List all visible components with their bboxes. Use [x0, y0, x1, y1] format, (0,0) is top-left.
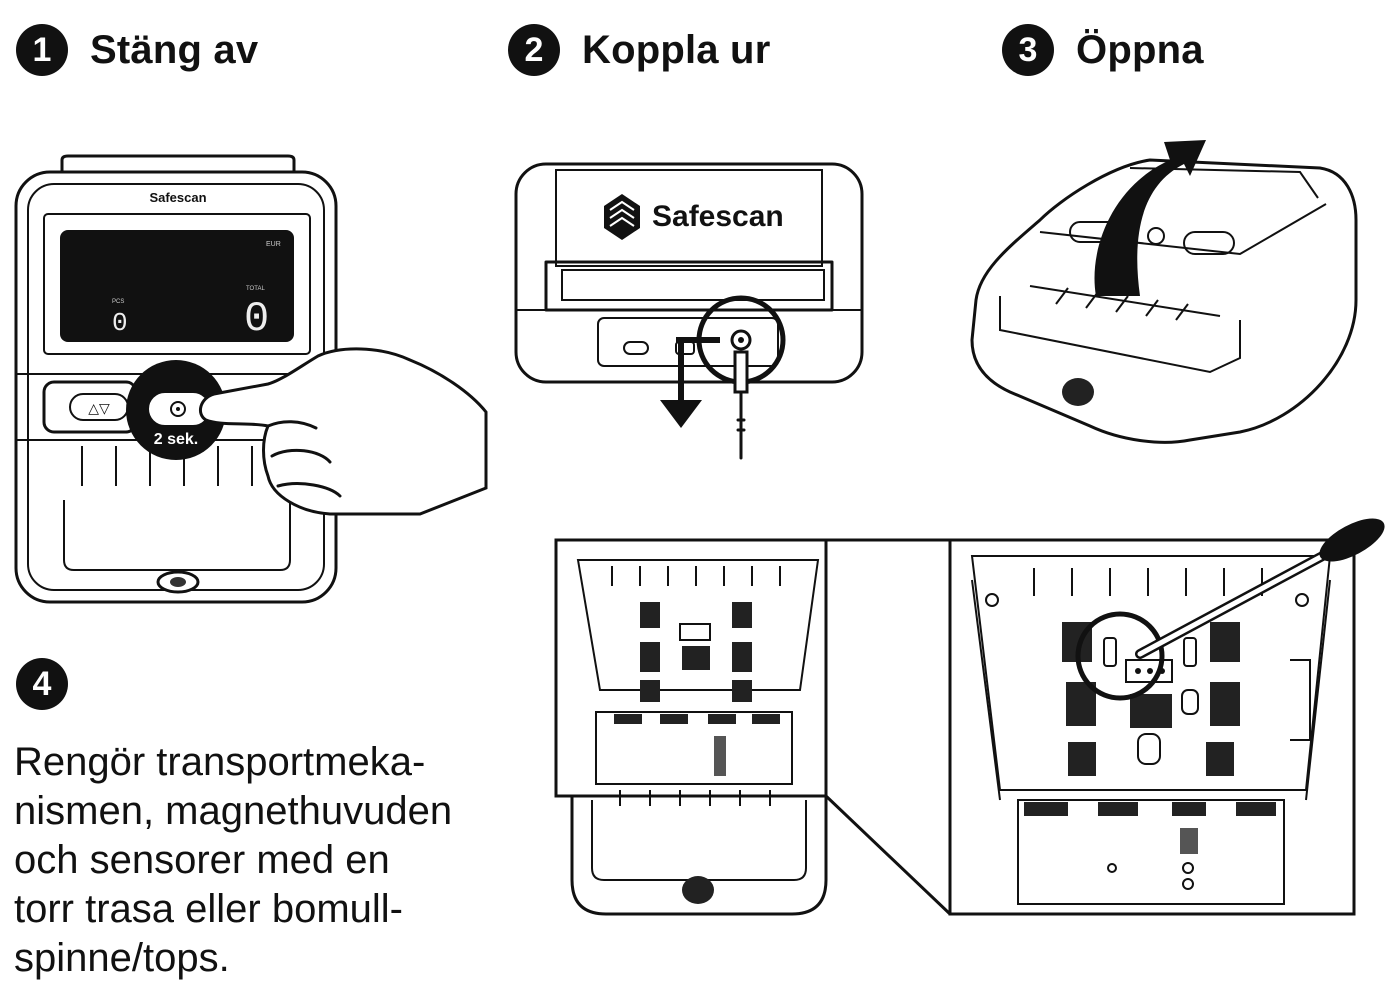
hold-duration-label: 2 sek.: [154, 431, 198, 448]
step-1-title: Stäng av: [90, 27, 259, 72]
display-total-label: TOTAL: [246, 286, 265, 292]
device-open-illustration: [970, 140, 1358, 444]
device-inside-illustration: [554, 518, 1385, 916]
rear-brand-label: Safescan: [652, 200, 784, 233]
display-pcs-value: 0: [112, 308, 128, 338]
hand-icon: [198, 347, 488, 516]
lift-lid-arrow-icon: [1094, 140, 1206, 296]
safescan-logo-icon: [604, 194, 640, 240]
display-total-value: 0: [244, 295, 269, 343]
device-brand-label: Safescan: [149, 190, 206, 205]
display-currency: EUR: [266, 241, 281, 248]
device-rear-illustration: Safescan: [514, 162, 864, 460]
device-front-illustration: Safescan EUR PCS TOTAL 0 0 △▽ 2 sek.: [14, 154, 488, 604]
step-3-title: Öppna: [1076, 27, 1204, 72]
instruction-line: Rengör transportmeka-: [14, 740, 426, 784]
instruction-line: torr trasa eller bomull-: [14, 887, 404, 931]
step-4-header: 4: [16, 658, 68, 710]
display-pcs-label: PCS: [112, 299, 124, 305]
instruction-line: spinne/tops.: [14, 936, 230, 980]
display-screen: [60, 230, 294, 342]
unplug-arrow-icon: [660, 400, 702, 428]
step-3-number: 3: [1002, 24, 1054, 76]
step-2-number: 2: [508, 24, 560, 76]
step-1-number: 1: [16, 24, 68, 76]
step-3-header: 3 Öppna: [1002, 24, 1204, 76]
step-2-title: Koppla ur: [582, 27, 771, 72]
step-1-header: 1 Stäng av: [16, 24, 258, 76]
instruction-line: nismen, magnethuvuden: [14, 789, 453, 833]
instruction-line: och sensorer med en: [14, 838, 390, 882]
svg-text:△▽: △▽: [88, 401, 110, 417]
step-2-header: 2 Koppla ur: [508, 24, 770, 76]
cotton-swab-icon: [1135, 518, 1385, 659]
step-4-instructions: Rengör transportmeka- nismen, magnethuvu…: [14, 738, 534, 983]
step-4-number: 4: [16, 658, 68, 710]
sensor-highlight: [1075, 611, 1165, 701]
